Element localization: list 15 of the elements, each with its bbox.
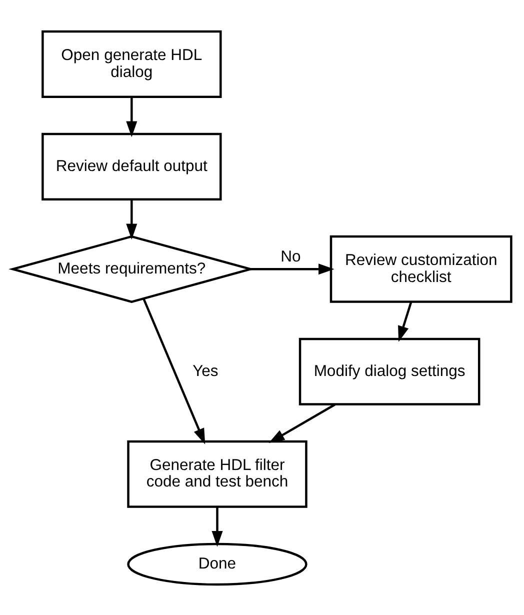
edge-label: No	[280, 248, 301, 265]
arrow	[250, 263, 334, 274]
arrow	[398, 301, 412, 342]
node-box: Open generate HDL dialog	[42, 30, 222, 98]
node-box: Modify dialog settings	[298, 337, 480, 405]
arrow	[142, 298, 206, 444]
node-ellipse: Done	[127, 542, 308, 586]
arrow	[268, 403, 336, 443]
arrow	[126, 199, 138, 240]
arrow	[212, 506, 223, 546]
node-box: Review default output	[42, 132, 222, 200]
edge-label: Yes	[192, 362, 218, 380]
node-box: Generate HDL filter code and test bench	[127, 440, 308, 508]
node-box: Review customization checklist	[330, 234, 512, 302]
arrow	[126, 96, 138, 137]
